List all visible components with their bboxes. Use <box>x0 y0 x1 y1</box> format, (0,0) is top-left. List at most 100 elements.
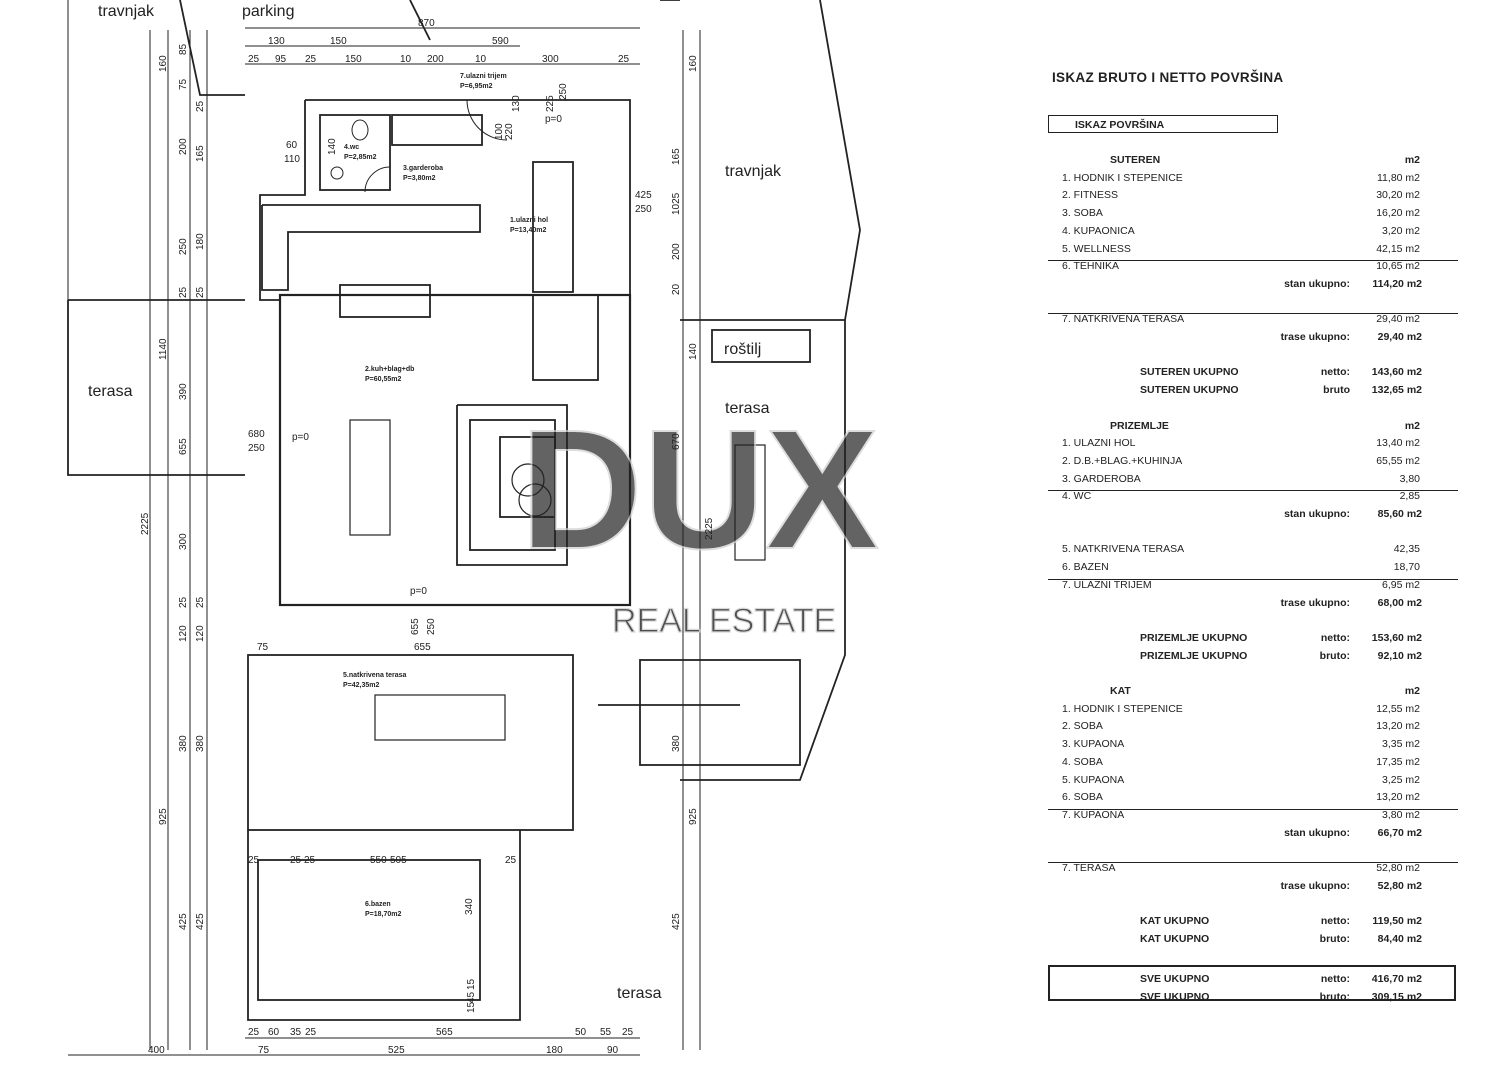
svg-text:25: 25 <box>304 855 316 866</box>
svg-text:425: 425 <box>195 913 206 930</box>
svg-text:25: 25 <box>195 596 206 608</box>
subtotal-value: 29,40 m2 <box>1377 331 1422 343</box>
svg-text:25: 25 <box>195 100 206 112</box>
room-name: 4. WC <box>1062 490 1092 503</box>
svg-text:250: 250 <box>178 238 189 255</box>
subtotal-row: trase ukupno:68,00 m2 <box>1050 596 1460 610</box>
level-mark: p=0 <box>545 114 562 125</box>
room-area: 3,35 m2 <box>1382 738 1420 751</box>
dim-top: 150 <box>330 36 347 47</box>
svg-text:680: 680 <box>248 429 265 440</box>
subtotal-value: 68,00 m2 <box>1377 596 1422 609</box>
svg-text:25: 25 <box>290 855 302 866</box>
svg-text:55: 55 <box>600 1027 612 1038</box>
svg-text:25: 25 <box>622 1027 634 1038</box>
subtotal-row: stan ukupno:114,20 m2 <box>1050 277 1460 291</box>
svg-text:75: 75 <box>258 1045 270 1056</box>
total-label: KAT UKUPNO <box>1140 932 1210 945</box>
svg-text:400: 400 <box>148 1045 165 1056</box>
svg-text:35: 35 <box>290 1027 302 1038</box>
divider <box>1048 808 1458 810</box>
svg-text:525: 525 <box>388 1045 405 1056</box>
svg-text:200: 200 <box>671 243 682 260</box>
svg-text:220: 220 <box>504 123 515 140</box>
subtotal-row: trase ukupno: 29,40 m2 <box>1050 330 1460 344</box>
terrace-name: 7. ULAZNI TRIJEM <box>1062 578 1152 591</box>
svg-text:25: 25 <box>178 596 189 608</box>
unit-header: m2 <box>1404 419 1420 432</box>
total-kind: netto: <box>1320 631 1350 644</box>
room-wc-name: 4.wc <box>344 144 359 151</box>
subtotal-label: stan ukupno: <box>1284 826 1350 839</box>
dims-bottom: 25 60 35 25 565 50 55 25 400 75 525 180 … <box>148 1027 634 1056</box>
svg-text:180: 180 <box>546 1045 563 1056</box>
subtotal-label: trase ukupno: <box>1280 331 1350 343</box>
total-label: PRIZEMLJE UKUPNO <box>1140 649 1248 662</box>
room-wc-area: P=2,85m2 <box>344 154 377 161</box>
room-name: 3. KUPAONA <box>1062 738 1125 751</box>
room-area: 30,20 m2 <box>1376 189 1420 202</box>
svg-text:60: 60 <box>286 140 298 151</box>
floor-plan: DUX REAL ESTATE travnjak parking travnja… <box>67 0 880 1056</box>
room-name: 1. HODNIK I STEPENICE <box>1062 171 1183 184</box>
total-row: KAT UKUPNO bruto: 84,40 m2 <box>1050 932 1460 946</box>
watermark-tagline: REAL ESTATE <box>612 602 836 640</box>
subtotal-label: trase ukupno: <box>1280 879 1350 892</box>
dim-top: 590 <box>492 36 509 47</box>
room-area: 3,25 m2 <box>1382 773 1420 786</box>
total-value: 84,40 m2 <box>1377 932 1422 945</box>
dims-interior: 60 110 140 100 220 130 225 250 425 250 6… <box>248 83 652 1013</box>
subtotal-value: 114,20 m2 <box>1372 277 1422 290</box>
terrace-name: 7. NATKRIVENA TERASA <box>1062 313 1185 326</box>
svg-text:20: 20 <box>671 283 682 295</box>
label-travnjak-top: travnjak <box>98 3 155 20</box>
svg-text:1140: 1140 <box>158 338 169 360</box>
room-terasa-area: P=42,35m2 <box>343 682 379 689</box>
room-area: 3,80 <box>1399 472 1420 485</box>
svg-text:250: 250 <box>248 443 265 454</box>
room-trijem-name: 7.ulazni trijem <box>460 73 507 80</box>
room-area: 13,40 m2 <box>1376 437 1420 450</box>
svg-text:425: 425 <box>635 190 652 201</box>
svg-text:655: 655 <box>178 438 189 455</box>
subtotal-value: 85,60 m2 <box>1377 508 1422 520</box>
section-title: KAT <box>1110 685 1131 697</box>
svg-text:25: 25 <box>305 1027 317 1038</box>
terrace-name: 7. TERASA <box>1062 862 1116 874</box>
room-area: 3,20 m2 <box>1382 224 1420 237</box>
room-kuhinja-area: P=60,55m2 <box>365 376 401 383</box>
room-name: 5. KUPAONA <box>1062 773 1125 786</box>
label-travnjak-right: travnjak <box>725 163 782 180</box>
svg-text:165: 165 <box>195 145 206 162</box>
svg-text:25: 25 <box>195 286 206 298</box>
svg-text:505: 505 <box>390 855 407 866</box>
total-kind: netto: <box>1320 366 1350 379</box>
svg-text:300: 300 <box>178 533 189 550</box>
svg-text:15: 15 <box>466 978 477 990</box>
svg-text:25: 25 <box>505 855 517 866</box>
room-name: 2. D.B.+BLAG.+KUHINJA <box>1062 454 1183 467</box>
table-row: 1. HODNIK I STEPENICE 11,80 m2 <box>1050 171 1460 185</box>
svg-text:425: 425 <box>178 913 189 930</box>
svg-text:100: 100 <box>494 123 505 140</box>
svg-text:45: 45 <box>466 991 477 1003</box>
svg-text:85: 85 <box>178 43 189 55</box>
room-area: 11,80 m2 <box>1377 171 1420 184</box>
svg-text:160: 160 <box>158 55 169 72</box>
svg-text:670: 670 <box>671 433 682 450</box>
dim-top: 10 <box>400 54 412 65</box>
total-value: 143,60 m2 <box>1371 366 1422 379</box>
room-bazen-area: P=18,70m2 <box>365 911 401 918</box>
dims-left-inner: 25 165 180 25 25 120 380 425 <box>195 100 206 930</box>
dim-top: 10 <box>475 54 487 65</box>
room-name: 1. HODNIK I STEPENICE <box>1062 702 1183 715</box>
total-kind: bruto: <box>1319 932 1350 945</box>
svg-text:50: 50 <box>575 1027 587 1038</box>
dim-top: 200 <box>427 54 444 65</box>
room-name: 2. FITNESS <box>1062 189 1119 202</box>
